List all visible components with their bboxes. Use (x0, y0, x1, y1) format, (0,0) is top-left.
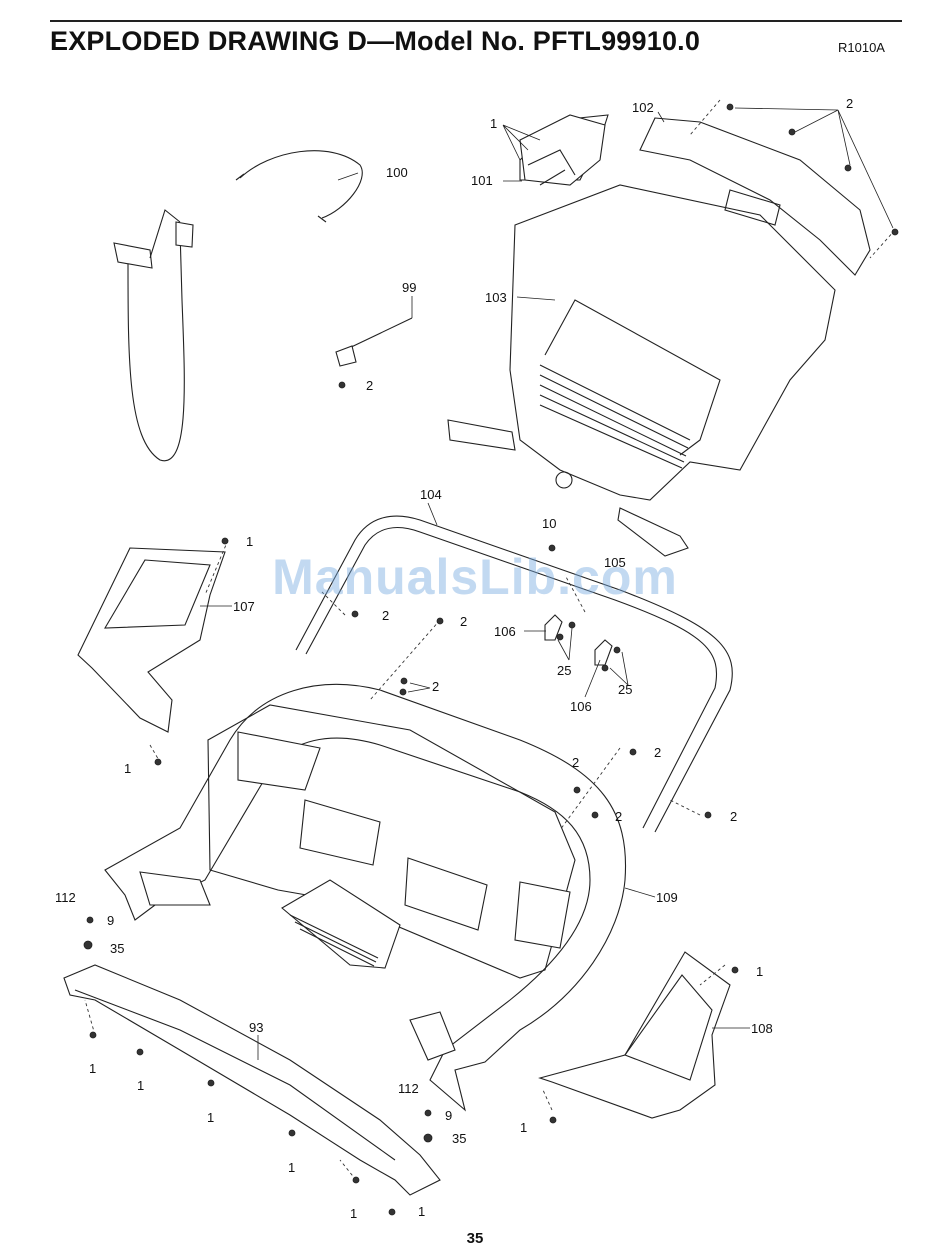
callout-1-top: 1 (490, 116, 497, 131)
callout-104: 104 (420, 487, 442, 502)
callout-106-left: 106 (494, 624, 516, 639)
callout-2-right-d: 2 (730, 809, 737, 824)
callout-109: 109 (656, 890, 678, 905)
callout-1-tray-bottom: 1 (124, 761, 131, 776)
page-number: 35 (0, 1230, 950, 1247)
callout-35-left: 35 (110, 941, 124, 956)
callout-25-left: 25 (557, 663, 571, 678)
safety-key-strap (114, 210, 193, 461)
callout-1-bar-f: 1 (418, 1204, 425, 1219)
callout-1-bar-a: 1 (89, 1061, 96, 1076)
part-100-wire (236, 151, 362, 222)
callout-2-right-b: 2 (572, 755, 579, 770)
callout-103: 103 (485, 290, 507, 305)
part-106-clips (545, 615, 612, 665)
callout-35-right: 35 (452, 1131, 466, 1146)
callout-2-right-a: 2 (654, 745, 661, 760)
callout-1-bar-b: 1 (137, 1078, 144, 1093)
callout-100: 100 (386, 165, 408, 180)
callout-9-right: 9 (445, 1108, 452, 1123)
callout-2-frame: 2 (432, 679, 439, 694)
callout-2-right-c: 2 (615, 809, 622, 824)
callout-2-rail-left: 2 (382, 608, 389, 623)
callout-2-rail: 2 (460, 614, 467, 629)
watermark: ManualsLib.com (0, 548, 950, 606)
callout-101: 101 (471, 173, 493, 188)
part-93-front-bar (64, 965, 440, 1195)
callout-2-top: 2 (846, 96, 853, 111)
callout-106-right: 106 (570, 699, 592, 714)
part-99-tie (336, 318, 412, 366)
callout-1-tray-right-bottom: 1 (520, 1120, 527, 1135)
callout-99: 99 (402, 280, 416, 295)
callout-1-tray: 1 (246, 534, 253, 549)
callout-10: 10 (542, 516, 556, 531)
callout-1-tray-right: 1 (756, 964, 763, 979)
part-101-bracket (520, 115, 605, 185)
callout-108: 108 (751, 1021, 773, 1036)
callout-25-right: 25 (618, 682, 632, 697)
callout-1-bar-d: 1 (288, 1160, 295, 1175)
callout-1-bar-c: 1 (207, 1110, 214, 1125)
callout-2-tie: 2 (366, 378, 373, 393)
callout-93: 93 (249, 1020, 263, 1035)
callout-1-bar-e: 1 (350, 1206, 357, 1221)
callout-112-left: 112 (55, 890, 76, 905)
callout-112-right: 112 (398, 1081, 419, 1096)
callout-9-left: 9 (107, 913, 114, 928)
callout-102: 102 (632, 100, 654, 115)
